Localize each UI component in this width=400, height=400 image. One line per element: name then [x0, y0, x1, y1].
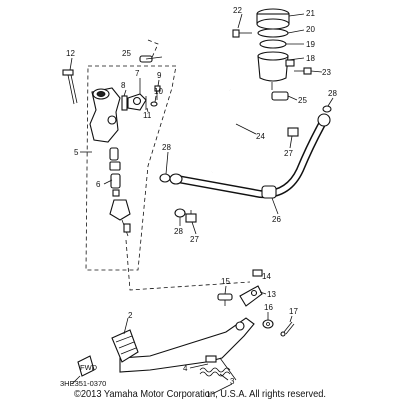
pushrod-link-line — [125, 239, 251, 291]
brake-pedal-1 — [119, 317, 255, 381]
callout-27-lower: 27 — [190, 235, 199, 244]
callout-18: 18 — [306, 54, 315, 63]
callout-28-left: 28 — [162, 143, 171, 152]
leader-1 — [211, 383, 233, 395]
callout-5: 5 — [74, 148, 79, 157]
callout-11: 11 — [143, 111, 152, 120]
reservoir-tank-18 — [257, 51, 295, 90]
reservoir-hose-24 — [210, 88, 241, 173]
leader-28a — [165, 151, 169, 175]
leader-12 — [69, 57, 73, 71]
union-bolt-27-lower — [185, 210, 197, 223]
leader-22 — [237, 13, 243, 29]
leader-17 — [289, 315, 293, 323]
assembly-boundary — [85, 65, 177, 271]
callout-13: 13 — [267, 290, 276, 299]
leader-25a — [145, 56, 163, 60]
callout-21: 21 — [306, 9, 315, 18]
callout-22: 22 — [233, 6, 242, 15]
cotter-pin-17 — [280, 321, 295, 337]
diaphragm-19 — [259, 39, 287, 49]
callout-15: 15 — [221, 277, 230, 286]
brake-hose-26 — [169, 113, 331, 199]
callout-2: 2 — [128, 311, 133, 320]
front-mark: FWD — [80, 363, 98, 372]
callout-12: 12 — [66, 49, 75, 58]
screw-8 — [121, 95, 128, 111]
piston-kit-6 — [109, 147, 131, 237]
callout-27-upper: 27 — [284, 149, 293, 158]
leader-11 — [146, 107, 149, 113]
bleed-screw-9 — [154, 85, 161, 100]
callout-25-upper: 25 — [122, 49, 131, 58]
callout-8: 8 — [121, 81, 126, 90]
leader-20 — [287, 29, 305, 34]
callout-19: 19 — [306, 40, 315, 49]
washer-28-right — [322, 105, 332, 113]
washer-28-mid — [174, 208, 186, 218]
callout-16: 16 — [264, 303, 273, 312]
leader-15 — [224, 285, 227, 295]
bolt-22 — [232, 29, 252, 38]
callout-17: 17 — [289, 307, 298, 316]
leader-27b — [289, 135, 293, 149]
pivot-shaft-15 — [217, 293, 233, 306]
leader-6 — [103, 179, 113, 185]
leader-18 — [287, 57, 305, 61]
union-bolt-27-upper — [287, 127, 299, 137]
diaphragm-plate-20 — [257, 28, 289, 38]
leader-13 — [259, 291, 267, 295]
callout-3: 3 — [230, 377, 235, 386]
callout-23: 23 — [322, 68, 331, 77]
return-spring-3 — [199, 367, 231, 377]
leader-8 — [123, 89, 127, 97]
reservoir-link-line — [147, 39, 159, 63]
callout-14: 14 — [262, 272, 271, 281]
callout-7: 7 — [135, 69, 140, 78]
leader-26 — [271, 197, 279, 215]
leader-23 — [310, 70, 323, 73]
leader-27a — [191, 221, 197, 235]
callout-4: 4 — [183, 364, 188, 373]
callout-6: 6 — [96, 180, 101, 189]
washer-10 — [150, 101, 158, 107]
master-cylinder-body — [89, 87, 121, 143]
reservoir-cap-21 — [256, 8, 290, 30]
callout-28-right: 28 — [328, 89, 337, 98]
front-arrow-icon: FWD — [71, 355, 98, 385]
leader-9 — [157, 79, 160, 87]
callout-28-mid: 28 — [174, 227, 183, 236]
leader-3 — [219, 373, 229, 381]
leader-25b — [287, 95, 298, 101]
washer-16 — [262, 319, 274, 329]
hose-clip-25-lower — [271, 91, 289, 101]
spacer-4 — [205, 355, 217, 363]
callout-1: 1 — [206, 390, 211, 399]
washer-28-left — [159, 173, 171, 183]
bolt-12 — [62, 69, 78, 105]
copyright-notice: ©2013 Yamaha Motor Corporation, U.S.A. A… — [74, 388, 326, 400]
banjo-fitting-7 — [127, 93, 147, 111]
leader-21 — [288, 13, 305, 17]
diagram-code: 3HE351-0370 — [60, 379, 106, 388]
callout-9: 9 — [157, 71, 162, 80]
clevis-13 — [239, 285, 263, 307]
callout-25-lower: 25 — [298, 96, 307, 105]
callout-10: 10 — [154, 87, 163, 96]
callout-26: 26 — [272, 215, 281, 224]
leader-24 — [235, 123, 257, 135]
leader-2 — [123, 317, 129, 335]
nut-14 — [252, 269, 263, 277]
bolt-23 — [294, 67, 312, 75]
leader-4 — [189, 363, 209, 369]
leader-28c — [327, 97, 334, 107]
callout-24: 24 — [256, 132, 265, 141]
leader-10 — [154, 95, 157, 103]
callout-20: 20 — [306, 25, 315, 34]
